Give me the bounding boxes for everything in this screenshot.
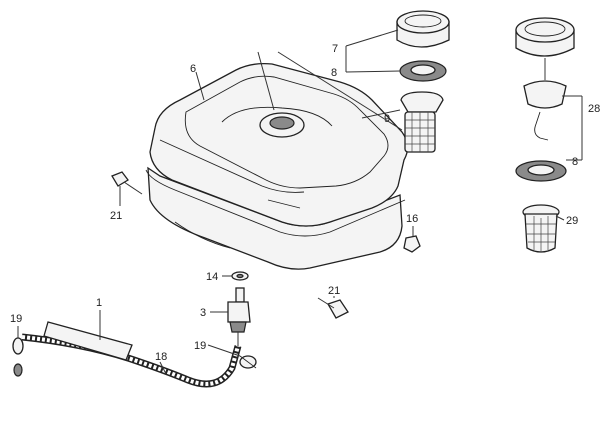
tank-cap [396,10,450,48]
fuel-filter [400,91,444,153]
nut-right [403,235,421,253]
callout-tube-clip-cock: 19 [194,340,206,352]
callout-washer: 14 [206,271,218,283]
tube-clip-left [12,337,24,377]
callout-tank-cap: 7 [332,43,338,55]
callout-fuel-tank: 6 [190,63,196,75]
cap-assembly [515,17,575,141]
bolt-bottom [317,297,349,319]
callout-fuel-cock: 3 [200,307,206,319]
bolt-left [111,171,143,195]
cap-gasket-alt [515,160,567,182]
cap-gasket [399,60,447,82]
callout-nut-right: 16 [406,213,418,225]
callout-bolt-bottom: 21 [328,285,340,297]
filter-alt [522,204,560,253]
callout-cap-gasket-alt: 8 [572,156,578,168]
callout-fuel-tube: 1 [96,297,102,309]
callout-bolt-left: 21 [110,210,122,222]
leader-lines [17,29,583,375]
callout-cap-gasket: 8 [331,67,337,79]
callout-cap-assy: 28 [588,103,600,115]
fuel-tube [21,321,242,388]
callout-tube-lower: 18 [155,351,167,363]
callout-fuel-filter: 9 [384,113,390,125]
tube-clip-cock [239,355,257,369]
fuel-cock [227,287,251,346]
callout-tube-clip-left: 19 [10,313,22,325]
callout-filter-alt: 29 [566,215,578,227]
fuel-tank [145,62,409,270]
washer [231,271,249,281]
